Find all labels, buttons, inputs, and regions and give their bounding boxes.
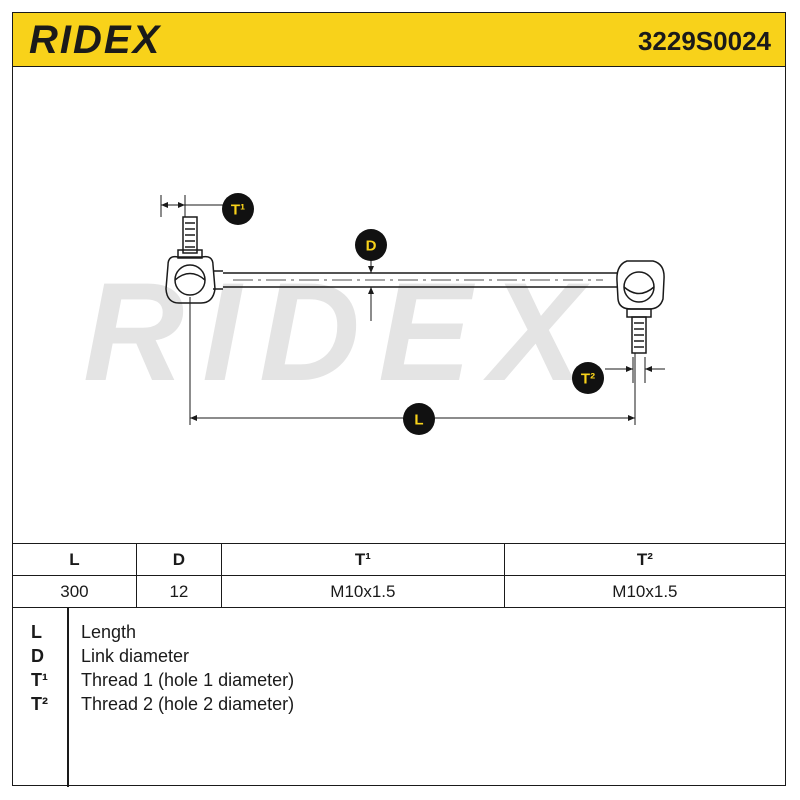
legend-description: Thread 2 (hole 2 diameter) [81, 694, 295, 714]
technical-drawing: RIDEX [13, 67, 785, 543]
header-bar: RIDEX 3229S0024 [13, 13, 785, 67]
stabilizer-link-diagram: T¹ D T² L [160, 193, 665, 435]
t2-arrow-left [626, 366, 633, 372]
spec-value-t2: M10x1.5 [504, 575, 785, 607]
spec-value-l: 300 [13, 575, 137, 607]
spec-value-t1: M10x1.5 [221, 575, 505, 607]
t2-arrow-right [645, 366, 652, 372]
badge-text-t2: T² [581, 371, 595, 388]
badge-text-t1: T¹ [231, 202, 245, 219]
t1-arrow-right [178, 202, 185, 208]
d-arrow-bottom [368, 287, 374, 294]
legend-symbol: D [31, 646, 44, 666]
label-badge-t2: T² [572, 362, 604, 394]
part-number: 3229S0024 [637, 26, 771, 56]
spec-table-header-row: L D T¹ T² [13, 543, 785, 576]
spec-header-d: D [136, 543, 222, 576]
link-rod [223, 272, 613, 288]
spec-header-t1: T¹ [221, 543, 505, 576]
spec-header-l: L [13, 543, 137, 576]
legend-description: Length [81, 622, 137, 642]
l-arrow-right [628, 415, 635, 421]
legend-divider [67, 608, 69, 787]
spec-table-value-row: 300 12 M10x1.5 M10x1.5 [13, 575, 785, 607]
spec-value-d: 12 [136, 575, 222, 607]
spec-sheet: RIDEX 3229S0024 RIDEX [12, 12, 786, 787]
spec-header-t2: T² [504, 543, 785, 576]
d-arrow-top [368, 266, 374, 273]
legend-symbol: T¹ [31, 670, 48, 690]
legend-symbol: T² [31, 694, 48, 714]
badge-text-d: D [366, 238, 377, 255]
brand-logo: RIDEX [29, 18, 162, 62]
label-badge-t1: T¹ [222, 193, 254, 225]
t1-arrow-left [161, 202, 168, 208]
legend-description: Thread 1 (hole 1 diameter) [81, 670, 295, 690]
t1-dimension-lines [160, 195, 223, 217]
label-badge-l: L [403, 403, 435, 435]
legend-symbol: L [31, 622, 42, 642]
spec-table: L D T¹ T² 300 12 M10x1.5 M10x1.5 [13, 543, 785, 607]
l-arrow-left [190, 415, 197, 421]
badge-text-l: L [414, 412, 423, 429]
left-ball-joint [165, 216, 223, 304]
right-ball-joint [613, 260, 665, 354]
legend-description: Link diameter [81, 646, 190, 666]
legend: L Length D Link diameter T¹ Thread 1 (ho… [13, 607, 785, 787]
label-badge-d: D [355, 229, 387, 261]
